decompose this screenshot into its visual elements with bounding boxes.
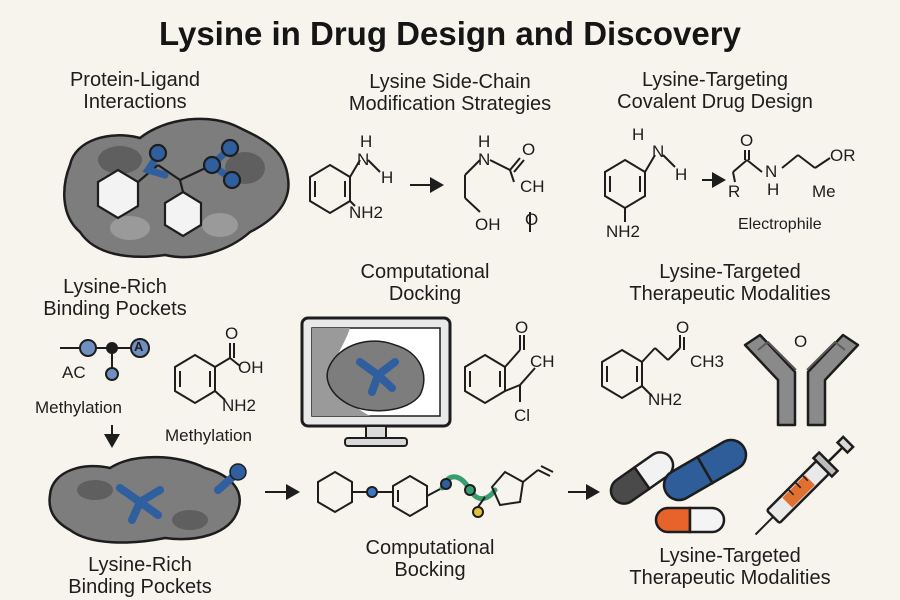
- protein-surface-blob-2: [48, 455, 247, 544]
- atom-o: O: [515, 318, 529, 337]
- aniline-structure-2: [604, 154, 676, 222]
- electrophile-structure: [732, 150, 831, 183]
- ac-label: AC: [62, 363, 86, 382]
- atom-n: N: [478, 150, 491, 169]
- atom-nh2: NH2: [349, 203, 384, 222]
- atom-cl: Cl: [514, 406, 531, 425]
- aniline-structure-1: [309, 159, 381, 215]
- atom-o: O: [740, 131, 754, 150]
- atom-r: R: [728, 182, 741, 201]
- electrophile-label: Electrophile: [738, 216, 822, 233]
- capsule-blue-icon: [662, 438, 748, 502]
- atom-ch3: CH3: [690, 352, 725, 371]
- aryl-ketone-structure: [601, 335, 685, 400]
- atom-me: Me: [812, 182, 836, 201]
- atom-oh: OH: [475, 215, 501, 234]
- atom-o: O: [225, 324, 239, 343]
- atom-o: O: [522, 140, 536, 159]
- atom-nh2: NH2: [606, 222, 641, 241]
- ligand-structure-1: [96, 138, 242, 238]
- a-badge: A: [134, 339, 144, 354]
- antibody-label: O: [794, 332, 808, 351]
- atom-h: H: [632, 125, 645, 144]
- atom-n: N: [652, 142, 665, 161]
- atom-ch: CH: [520, 177, 545, 196]
- atom-h: H: [478, 132, 491, 151]
- atom-h: H: [360, 132, 373, 151]
- methylation-label: Methylation: [165, 426, 252, 445]
- atom-oh: OH: [238, 358, 264, 377]
- atom-h: H: [381, 168, 394, 187]
- chloro-ketone-structure: [464, 335, 536, 405]
- capsule-orange-icon: [654, 506, 726, 534]
- atom-ch: CH: [530, 352, 555, 371]
- docking-ligand-chain: [317, 465, 554, 518]
- atom-nh2: NH2: [222, 396, 257, 415]
- methylation-label: Methylation: [35, 398, 122, 417]
- benzoic-acid-structure: [174, 343, 241, 405]
- modified-chain-structure: [464, 157, 531, 232]
- diagram-title: Lysine in Drug Design and Discovery: [159, 15, 741, 52]
- atom-h: H: [675, 165, 688, 184]
- atom-or: OR: [830, 146, 856, 165]
- atom-o: O: [676, 318, 690, 337]
- atom-n: N: [765, 162, 778, 181]
- atom-h: H: [767, 180, 780, 199]
- methylation-network: [60, 338, 150, 381]
- antibody-icon: [743, 333, 860, 427]
- atom-n: N: [357, 150, 370, 169]
- atom-o: O: [525, 210, 539, 229]
- docking-monitor: [300, 316, 452, 447]
- atom-nh2: NH2: [648, 390, 683, 409]
- syringe-icon: [754, 435, 855, 536]
- capsule-gray-icon: [609, 451, 675, 505]
